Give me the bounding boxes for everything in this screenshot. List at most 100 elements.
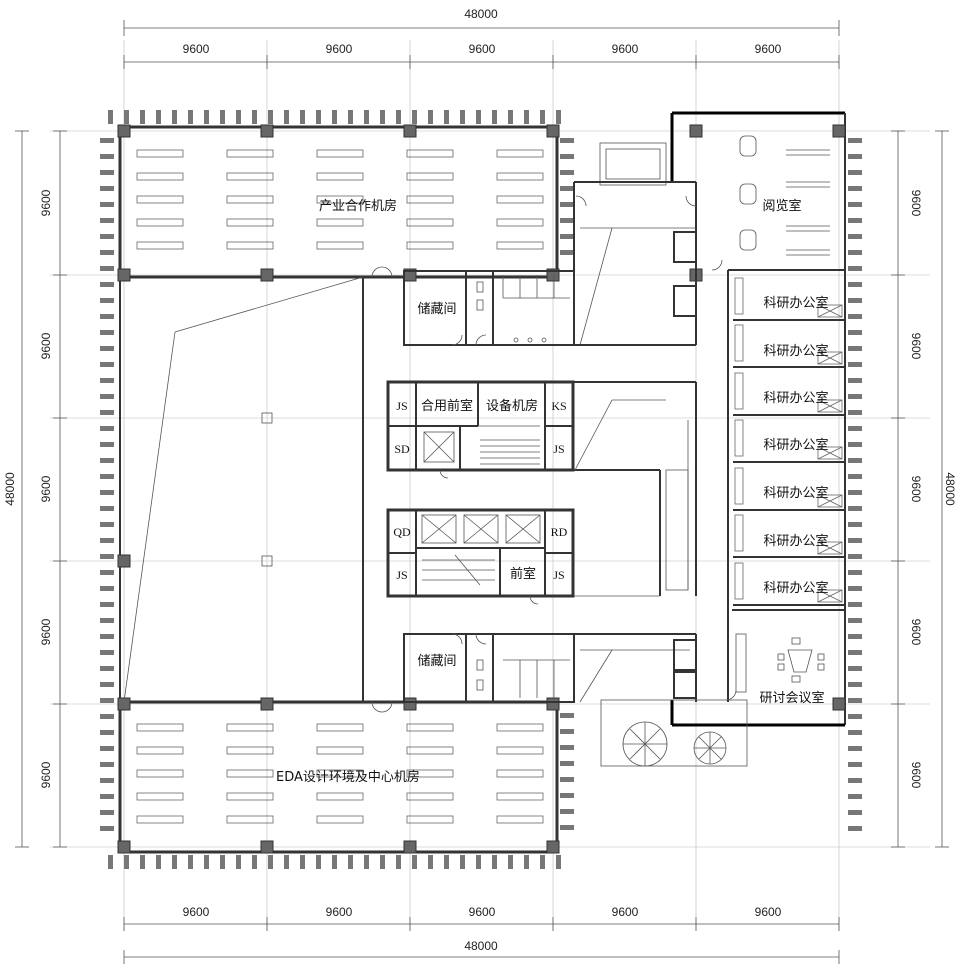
facade-fin <box>204 855 209 869</box>
facade-fin <box>396 855 401 869</box>
dim-top-span-3: 9600 <box>469 42 496 56</box>
server-rack <box>406 149 454 158</box>
dim-top-overall: 48000 <box>464 7 498 21</box>
facade-fin <box>560 138 574 143</box>
server-rack <box>136 792 184 801</box>
facade-fin <box>848 314 862 319</box>
facade-fin <box>100 186 114 191</box>
facade-fin <box>100 746 114 751</box>
office-desk <box>817 494 843 508</box>
facade-fin <box>316 110 321 124</box>
facade-fin <box>848 250 862 255</box>
facade-fin <box>848 458 862 463</box>
office-cabinet <box>734 277 744 315</box>
facade-fin <box>140 855 145 869</box>
facade-fin <box>848 426 862 431</box>
facade-fin <box>252 855 257 869</box>
facade-fin <box>848 810 862 815</box>
server-rack <box>496 815 544 824</box>
server-rack <box>226 792 274 801</box>
server-rack <box>316 172 364 181</box>
facade-fin <box>412 110 417 124</box>
facade-fin <box>848 586 862 591</box>
column <box>260 268 274 282</box>
server-rack <box>316 815 364 824</box>
column <box>403 840 417 854</box>
upper-service-block <box>403 142 697 346</box>
column <box>117 697 131 711</box>
server-rack <box>136 149 184 158</box>
facade-fin <box>560 745 574 750</box>
dim-left-span-2: 9600 <box>39 332 53 359</box>
facade-fin <box>220 855 225 869</box>
office-cabinet <box>734 419 744 457</box>
label-storage-lower: 储藏间 <box>417 654 456 669</box>
facade-fin <box>100 218 114 223</box>
facade-fin <box>560 186 574 191</box>
tag-js-lower-left: JS <box>396 568 407 582</box>
facade-fin <box>848 506 862 511</box>
facade-fin <box>348 110 353 124</box>
server-rack <box>406 218 454 227</box>
facade-fin <box>524 110 529 124</box>
facade-fin <box>100 426 114 431</box>
facade-fin <box>100 826 114 831</box>
column <box>117 268 131 282</box>
facade-fin <box>848 826 862 831</box>
server-rack <box>136 172 184 181</box>
dimension-lines <box>15 20 949 964</box>
server-rack <box>496 746 544 755</box>
facade-fin <box>848 602 862 607</box>
facade-fin <box>848 618 862 623</box>
server-rack <box>226 195 274 204</box>
facade-fin <box>848 330 862 335</box>
facade-fin <box>848 554 862 559</box>
server-rack <box>136 723 184 732</box>
label-storage-upper: 储藏间 <box>417 302 456 317</box>
facade-fin <box>100 314 114 319</box>
column <box>832 124 846 138</box>
facade-fin <box>492 110 497 124</box>
dim-top-span-1: 9600 <box>183 42 210 56</box>
server-rack <box>226 769 274 778</box>
facade-fin <box>100 266 114 271</box>
server-rack <box>136 241 184 250</box>
server-rack <box>136 815 184 824</box>
facade-fin <box>560 202 574 207</box>
facade-fin <box>100 698 114 703</box>
dim-left-span-5: 9600 <box>39 761 53 788</box>
facade-fin <box>428 110 433 124</box>
column <box>403 697 417 711</box>
facade-fin <box>540 110 545 124</box>
facade-fin <box>100 234 114 239</box>
label-seminar-room: 研讨会议室 <box>759 690 824 706</box>
facade-fin <box>188 110 193 124</box>
column <box>117 554 131 568</box>
facade-fin <box>848 410 862 415</box>
tag-rd: RD <box>551 525 568 539</box>
facade-fin <box>100 202 114 207</box>
dim-bottom-span-2: 9600 <box>326 905 353 919</box>
facade-fin <box>556 855 561 869</box>
facade-fin <box>560 777 574 782</box>
facade-fin <box>332 855 337 869</box>
column <box>117 124 131 138</box>
facade-fin <box>560 250 574 255</box>
facade-fin <box>100 170 114 175</box>
facade-fin <box>444 855 449 869</box>
facade-fin <box>100 458 114 463</box>
tag-js-lower-right: JS <box>553 568 564 582</box>
office-desk-mark <box>817 446 843 460</box>
dim-right-span-2: 9600 <box>909 333 923 360</box>
server-rack <box>316 746 364 755</box>
core-tags: JS KS SD JS QD RD JS JS <box>393 399 567 582</box>
facade-fin <box>300 110 305 124</box>
facade-fin <box>100 618 114 623</box>
office-desk-mark <box>817 589 843 603</box>
server-rack <box>406 792 454 801</box>
facade-fin <box>100 634 114 639</box>
facade-fin <box>848 234 862 239</box>
east-stair <box>574 381 697 597</box>
office-desk-mark <box>817 399 843 413</box>
facade-fin <box>380 110 385 124</box>
